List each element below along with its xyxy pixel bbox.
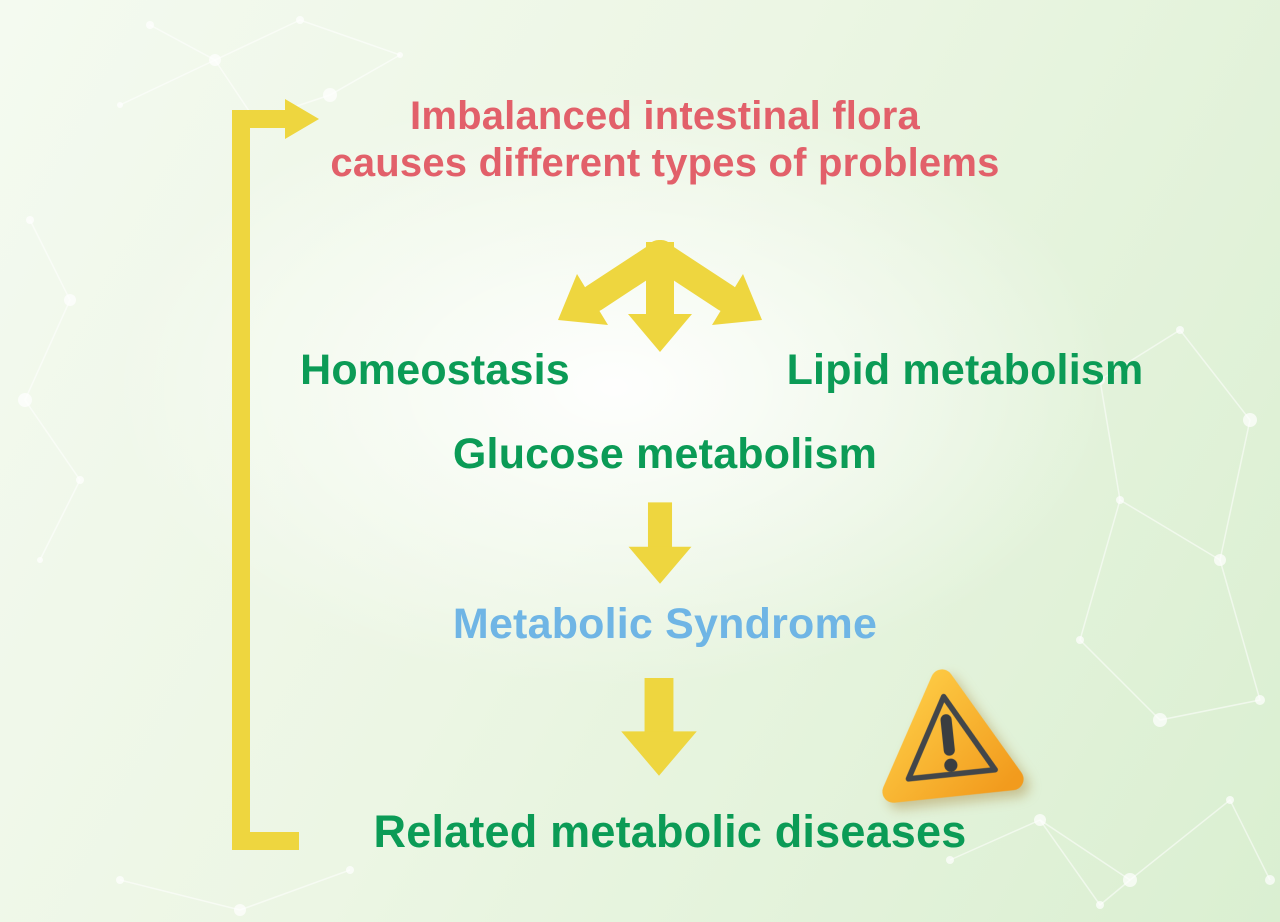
title-line-1: Imbalanced intestinal flora xyxy=(410,94,920,138)
diagram-title: Imbalanced intestinal flora causes diffe… xyxy=(240,93,1090,187)
title-line-2: causes different types of problems xyxy=(330,141,1000,185)
warning-triangle-icon xyxy=(882,669,1024,803)
down-arrow-2 xyxy=(621,678,697,776)
arrowhead-right xyxy=(285,99,319,139)
warning-inner-border xyxy=(905,693,998,782)
feedback-loop-arrow xyxy=(232,99,319,850)
node-lipid-metabolism: Lipid metabolism xyxy=(786,346,1144,394)
down-arrow-1 xyxy=(628,502,692,584)
three-way-branch-arrow xyxy=(558,240,762,352)
node-metabolic-syndrome: Metabolic Syndrome xyxy=(452,600,878,648)
node-related-metabolic-diseases: Related metabolic diseases xyxy=(373,806,967,857)
exclamation-bar xyxy=(940,714,955,756)
node-glucose-metabolism: Glucose metabolism xyxy=(452,430,878,478)
exclamation-dot xyxy=(944,758,958,772)
node-homeostasis: Homeostasis xyxy=(300,346,570,394)
